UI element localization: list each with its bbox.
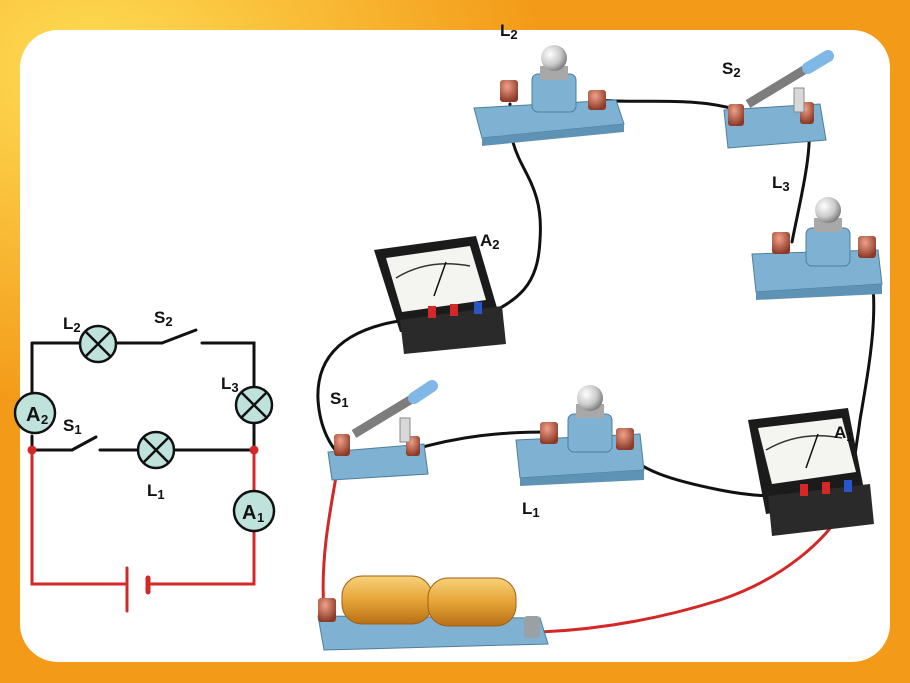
schematic-a2-sub: 2 xyxy=(41,412,48,427)
bulb-holder-l1-icon xyxy=(515,385,645,486)
schematic-ammeter-a2-symbol-icon: A 2 xyxy=(13,391,57,435)
ammeter-device-a1-icon xyxy=(748,408,874,536)
schematic-lamp-l1-symbol-icon xyxy=(136,430,176,470)
physical-label-a2: A2 xyxy=(480,231,500,252)
knife-switch-s2-icon xyxy=(723,50,834,149)
schematic-label-s1: S1 xyxy=(63,416,82,437)
bulb-holder-l3-icon xyxy=(751,197,883,300)
physical-label-l3: L3 xyxy=(772,173,790,194)
schematic-label-s2: S2 xyxy=(154,308,173,329)
ammeter-device-a2-icon xyxy=(374,236,506,354)
schematic-diagram xyxy=(27,328,259,613)
physical-label-s1: S1 xyxy=(330,389,349,410)
physical-label-a1: A1 xyxy=(834,423,854,444)
physical-label-l1: L1 xyxy=(522,499,540,520)
physical-label-l2: L2 xyxy=(500,21,518,42)
schematic-lamp-l2-symbol-icon xyxy=(78,324,118,364)
bulb-holder-l2-icon xyxy=(473,45,625,146)
schematic-a2-main: A xyxy=(26,404,40,426)
schematic-switch-s2-symbol-icon xyxy=(160,328,198,345)
battery-box-icon xyxy=(317,575,549,651)
schematic-a1-main: A xyxy=(242,502,256,524)
schematic-lamp-l3-symbol-icon xyxy=(234,385,274,425)
schematic-switch-s1-symbol-icon xyxy=(70,435,98,452)
physical-label-s2: S2 xyxy=(722,59,741,80)
knife-switch-s1-icon xyxy=(327,380,438,481)
schematic-label-l1: L1 xyxy=(147,481,165,502)
schematic-label-l3: L3 xyxy=(221,374,239,395)
schematic-label-l2: L2 xyxy=(63,314,81,335)
schematic-a1-sub: 1 xyxy=(257,510,264,525)
schematic-ammeter-a1-symbol-icon: A 1 xyxy=(232,489,276,533)
